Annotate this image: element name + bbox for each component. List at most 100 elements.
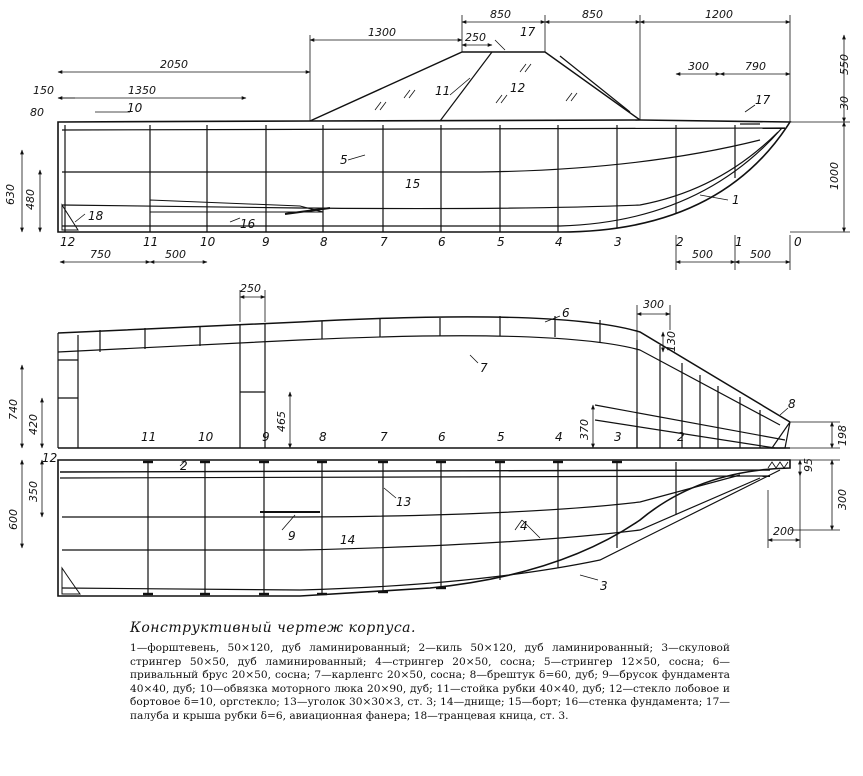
dim-30: 30	[838, 96, 851, 110]
frame-2: 2	[676, 235, 684, 249]
breasthook-8	[770, 421, 791, 449]
side-dimension-lines	[20, 15, 850, 270]
dim-250-deck: 250	[240, 282, 261, 295]
deck-beams	[99, 316, 601, 352]
part-2: 2	[180, 459, 188, 473]
stringer-4b	[62, 477, 761, 551]
dim-300: 300	[688, 60, 709, 73]
dim-1300: 1300	[368, 26, 396, 39]
dim-850-b: 850	[582, 8, 603, 21]
chine-stringer-3	[61, 469, 781, 591]
foundation-beam	[284, 207, 331, 215]
dim-1200: 1200	[705, 8, 733, 21]
part-10: 10	[127, 101, 143, 115]
plan-frame-12: 12	[42, 451, 57, 465]
part-7: 7	[480, 361, 488, 375]
hull-construction-drawing: 850 850 1200 1300 250 2050 1350 150 80 3…	[4, 8, 851, 597]
hull-outline	[57, 119, 792, 233]
part-4: 4	[520, 519, 528, 533]
plan-view	[20, 459, 840, 597]
part-9: 9	[288, 529, 296, 543]
stringer-4a	[62, 474, 741, 518]
dim-500-a: 500	[165, 248, 186, 261]
dim-790: 790	[745, 60, 766, 73]
part-16: 16	[240, 217, 256, 231]
keel-2	[59, 469, 771, 473]
engine-hatch-posts	[239, 342, 266, 448]
dim-600: 600	[7, 509, 20, 530]
frame-3: 3	[614, 235, 622, 249]
plan-frame-4: 4	[555, 430, 563, 444]
dim-850-a: 850	[490, 8, 511, 21]
plan-frame-8: 8	[319, 430, 327, 444]
side-frames	[64, 125, 736, 232]
side-view	[20, 15, 850, 270]
caption-title: Конструктивный чертеж корпуса.	[130, 620, 416, 636]
part-1: 1	[732, 193, 740, 207]
part-3: 3	[600, 579, 608, 593]
part-14: 14	[340, 533, 355, 547]
dim-465: 465	[275, 411, 288, 432]
plan-frame-2: 2	[677, 430, 685, 444]
dim-80: 80	[30, 106, 44, 119]
part-11: 11	[435, 84, 450, 98]
dim-300-plan: 300	[836, 489, 849, 510]
plan-frame-11: 11	[141, 430, 156, 444]
plan-frame-5: 5	[497, 430, 505, 444]
deck-view	[20, 290, 840, 449]
dim-740: 740	[7, 399, 20, 420]
bottom-inner	[62, 127, 783, 227]
frame-1: 1	[735, 235, 743, 249]
transom-knee	[61, 203, 79, 231]
plan-frame-10: 10	[198, 430, 214, 444]
frame-5: 5	[497, 235, 505, 249]
dim-350: 350	[27, 481, 40, 502]
dim-420: 420	[27, 414, 40, 435]
side-view-labels: 850 850 1200 1300 250 2050 1350 150 80 3…	[4, 8, 851, 261]
deck-view-labels: 250 300 130 740 420 465 370 198 6 7 8	[7, 282, 849, 446]
side-leaders	[74, 39, 756, 223]
dim-2050: 2050	[160, 58, 188, 71]
part-12: 12	[510, 81, 525, 95]
plan-frame-3: 3	[614, 430, 622, 444]
plan-view-labels: 12 11 10 9 8 7 6 5 4 3 2 600 350 95 300 …	[7, 430, 849, 593]
dim-200: 200	[773, 525, 794, 538]
frame-0: 0	[794, 235, 802, 249]
dim-370: 370	[578, 419, 591, 440]
part-15: 15	[405, 177, 420, 191]
part-17-bow: 17	[755, 93, 771, 107]
carling-7	[57, 335, 781, 426]
dim-1000: 1000	[828, 162, 841, 190]
cabin-post-front	[559, 55, 631, 113]
angle-brackets	[143, 460, 622, 596]
caption-legend: 1—форштевень, 50×120, дуб ламинированный…	[130, 642, 730, 722]
deck-dimension-lines	[20, 290, 840, 449]
figure-caption: Конструктивный чертеж корпуса. 1—форштев…	[130, 620, 730, 724]
dim-198: 198	[836, 425, 849, 446]
frame-9: 9	[262, 235, 270, 249]
stem-zigzag	[767, 461, 789, 469]
frame-7: 7	[380, 235, 388, 249]
dim-130: 130	[665, 331, 678, 352]
glass-hatch	[374, 63, 578, 111]
part-17-roof: 17	[520, 25, 536, 39]
gunwale-line	[61, 127, 786, 131]
part-5: 5	[340, 153, 348, 167]
stringer-line	[62, 139, 761, 173]
plan-frames	[147, 462, 677, 594]
dim-300-deck: 300	[643, 298, 664, 311]
frame-10: 10	[200, 235, 216, 249]
plan-dimension-lines	[20, 459, 840, 549]
dim-250: 250	[465, 31, 486, 44]
engine-foundation	[149, 199, 324, 213]
frame-4: 4	[555, 235, 563, 249]
frame-12: 12	[60, 235, 75, 249]
plan-outline	[57, 459, 791, 597]
cabin-post-11	[439, 51, 493, 122]
part-18: 18	[88, 209, 104, 223]
cabin-roof	[309, 51, 641, 122]
dim-500-c: 500	[750, 248, 771, 261]
dim-750: 750	[90, 248, 111, 261]
plan-frame-9: 9	[262, 430, 270, 444]
frame-11: 11	[143, 235, 158, 249]
